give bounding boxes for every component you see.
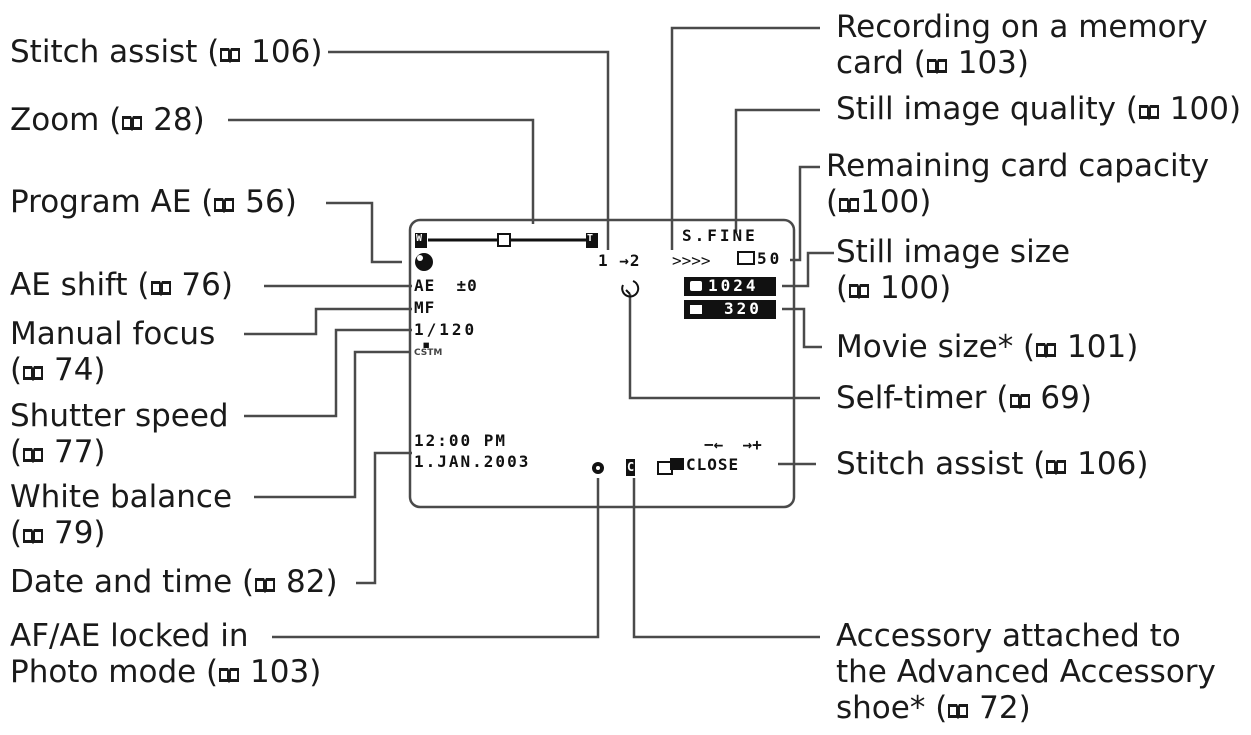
leader-recording xyxy=(670,26,820,250)
book-icon xyxy=(1035,333,1057,358)
leader-program-ae xyxy=(326,201,402,264)
book-icon xyxy=(22,438,44,463)
leader-accessory xyxy=(632,478,820,639)
still-size-box: 1024 xyxy=(684,277,776,296)
stitch-frame-icon xyxy=(657,458,684,475)
camera-icon xyxy=(690,281,702,291)
book-icon xyxy=(838,188,860,213)
label-remaining-capacity: Remaining card capacity(100) xyxy=(826,148,1210,220)
book-icon xyxy=(22,519,44,544)
label-self-timer: Self-timer ( 69) xyxy=(836,380,1092,416)
card-icon xyxy=(737,251,755,265)
program-ae-icon xyxy=(415,253,433,271)
zoom-position-marker xyxy=(497,233,511,247)
remaining-capacity-value: 50 xyxy=(757,249,783,268)
time-value: 12:00 PM xyxy=(414,431,508,450)
label-stitch-assist-top: Stitch assist ( 106) xyxy=(10,34,323,70)
leader-quality xyxy=(734,108,820,232)
label-still-quality: Still image quality ( 100) xyxy=(836,91,1242,127)
still-quality-value: S.FINE xyxy=(682,226,758,245)
shutter-speed-value: 1/120 xyxy=(414,320,478,339)
ae-shift-value: AE ±0 xyxy=(414,276,478,295)
leader-still-size xyxy=(782,251,834,288)
book-icon xyxy=(218,658,240,683)
lcd-screen-frame xyxy=(408,218,796,509)
book-icon xyxy=(254,568,276,593)
movie-camera-icon xyxy=(690,305,702,314)
label-manual-focus: Manual focus( 74) xyxy=(10,316,216,388)
movie-size-box: 320 xyxy=(684,300,776,319)
leader-af-ae xyxy=(272,478,600,639)
leader-shutter xyxy=(244,328,412,418)
stitch-direction: 1 →2 xyxy=(598,251,641,270)
book-icon xyxy=(1138,95,1160,120)
label-ae-shift: AE shift ( 76) xyxy=(10,267,233,303)
close-label: CLOSE xyxy=(686,455,740,474)
label-zoom: Zoom ( 28) xyxy=(10,102,205,138)
label-movie-size: Movie size* ( 101) xyxy=(836,329,1139,365)
leader-movie-size xyxy=(782,307,822,349)
movie-size-value: 320 xyxy=(724,299,762,318)
label-still-size: Still image size( 100) xyxy=(836,234,1071,306)
self-timer-icon xyxy=(621,280,640,298)
label-stitch-assist-right: Stitch assist ( 106) xyxy=(836,446,1149,482)
af-ae-lock-icon xyxy=(592,462,604,474)
zoom-wide-mark: W xyxy=(416,233,423,244)
book-icon xyxy=(121,106,143,131)
white-balance-text: CSTM xyxy=(414,348,443,358)
date-value: 1.JAN.2003 xyxy=(414,452,531,471)
leader-manual-focus xyxy=(244,307,412,336)
book-icon xyxy=(22,356,44,381)
leader-zoom xyxy=(228,118,535,224)
leader-self-timer xyxy=(628,294,820,400)
focus-mode: MF xyxy=(414,298,436,317)
book-icon xyxy=(1009,384,1031,409)
book-icon xyxy=(848,274,870,299)
leader-stitch-top xyxy=(328,50,610,250)
leader-capacity xyxy=(790,165,820,262)
zoom-tele-mark: T xyxy=(587,233,594,244)
book-icon xyxy=(150,271,172,296)
label-white-balance: White balance( 79) xyxy=(10,479,233,551)
book-icon xyxy=(219,38,241,63)
recording-indicator: >>>> xyxy=(672,251,711,270)
leader-date-time xyxy=(356,451,412,585)
label-program-ae: Program AE ( 56) xyxy=(10,184,297,220)
book-icon xyxy=(947,694,969,719)
label-shutter-speed: Shutter speed( 77) xyxy=(10,398,229,470)
stitch-arrows: −← →+ xyxy=(704,435,762,454)
book-icon xyxy=(926,49,948,74)
still-size-value: 1024 xyxy=(708,276,759,295)
accessory-mark: C xyxy=(626,459,636,476)
zoom-bar xyxy=(415,233,598,248)
white-balance-mark: ▪ xyxy=(422,337,431,353)
leader-white-balance xyxy=(254,350,410,499)
label-date-time: Date and time ( 82) xyxy=(10,564,338,600)
book-icon xyxy=(1045,450,1067,475)
book-icon xyxy=(213,188,235,213)
